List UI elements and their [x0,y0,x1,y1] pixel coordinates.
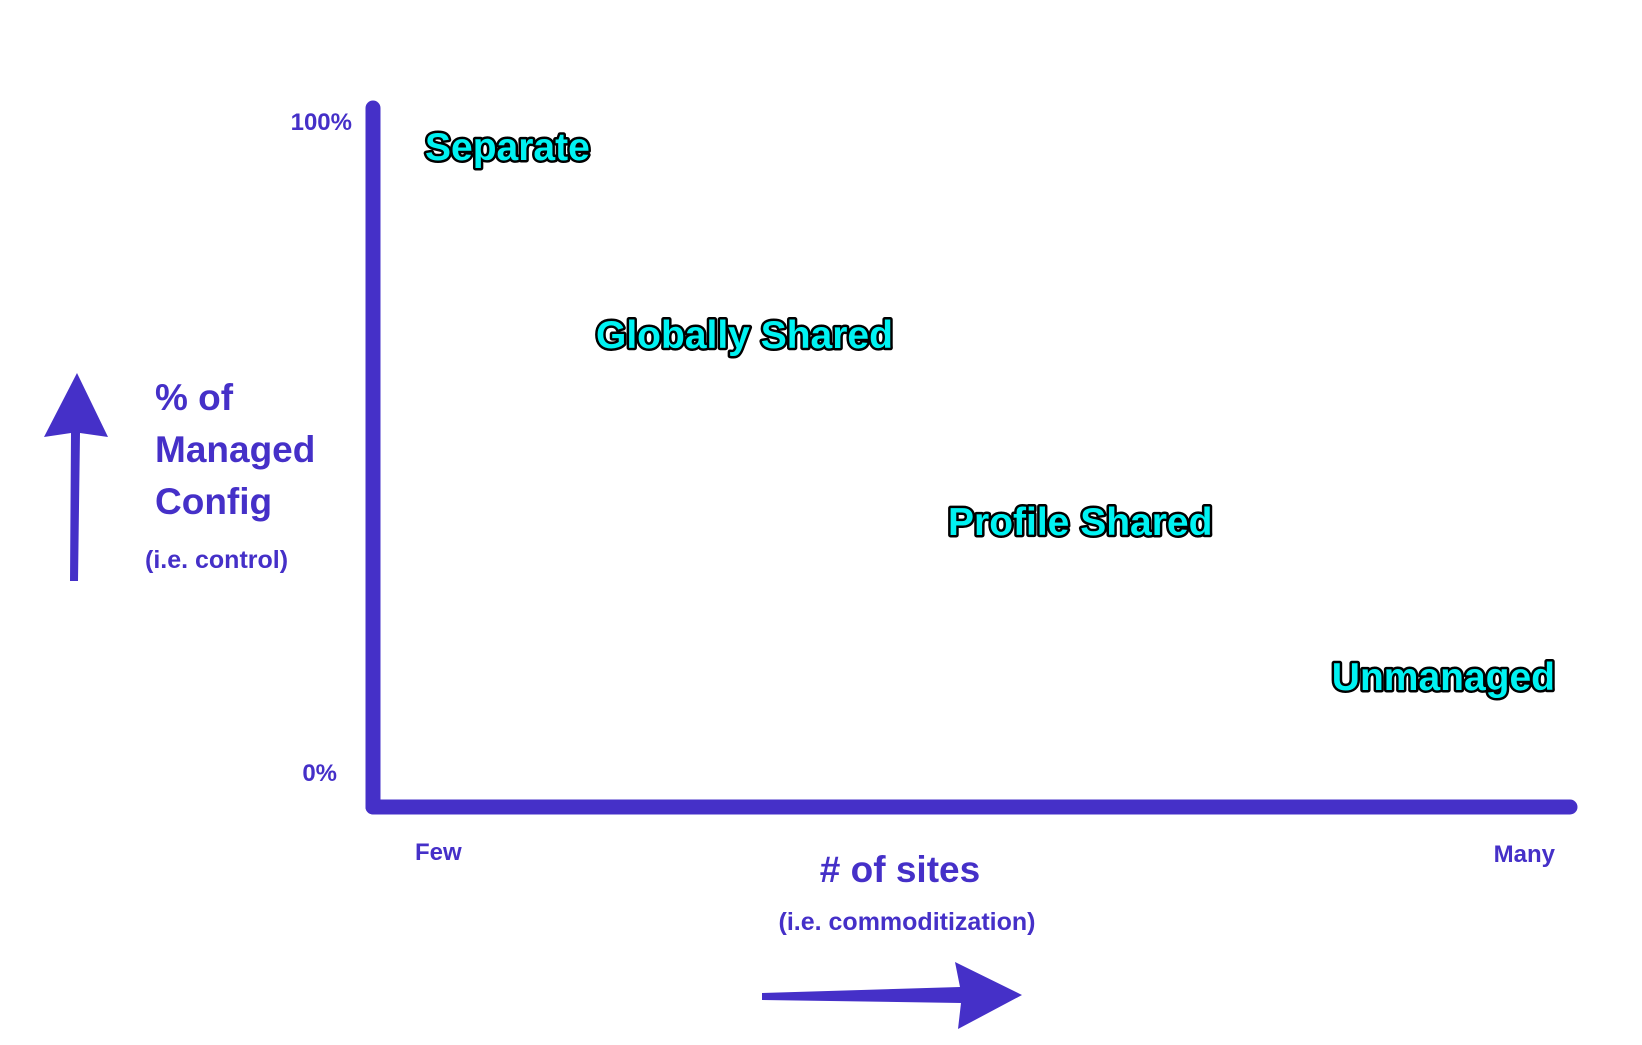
x-axis-left-tick-label: Few [415,839,462,866]
x-axis-label: # of sites (i.e. commoditization) [776,846,1039,939]
y-axis-label-line-2: Managed [155,429,315,470]
x-axis-sublabel: (i.e. commoditization) [779,908,1036,936]
y-axis-label-line-1: % of [155,377,234,418]
y-axis-label: % of Managed Config (i.e. control) [142,374,318,577]
category-profile-shared: Profile Shared [948,501,1212,544]
right-arrow-icon [762,962,1022,1029]
x-axis-right-tick-label: Many [1494,841,1556,868]
category-globally-shared: Globally Shared [596,314,893,357]
x-axis-label-text: # of sites [820,849,980,890]
y-axis-top-tick-label: 100% [291,109,352,136]
up-arrow-icon [44,373,108,581]
y-axis-bottom-tick-label: 0% [302,760,337,787]
y-axis-label-line-3: Config [155,481,272,522]
y-axis-sublabel: (i.e. control) [145,546,288,574]
category-unmanaged: Unmanaged [1332,656,1555,699]
category-separate: Separate [425,126,590,169]
